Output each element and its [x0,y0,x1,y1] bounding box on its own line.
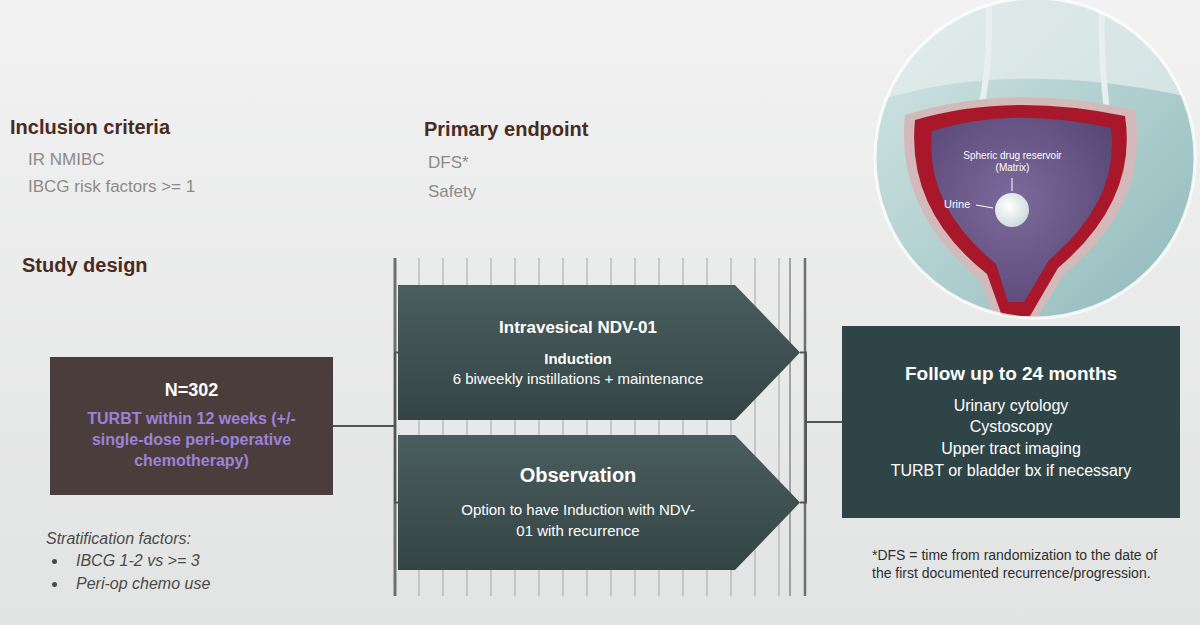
box-heading: Follow up to 24 months [905,363,1117,385]
box-text: TURBT or bladder bx if necessary [891,460,1132,482]
section-heading: Inclusion criteria [10,116,170,139]
connector-line [333,353,398,427]
box-heading: Intravesical NDV-01 [499,318,657,338]
connector-line [800,353,842,423]
box-text: Induction [544,350,612,367]
box-text: TURBT within 12 weeks (+/- single-dose p… [66,409,317,471]
box-content: N=302TURBT within 12 weeks (+/- single-d… [50,357,333,495]
box-text: Urinary cytology [954,395,1069,417]
connector-line [800,422,842,503]
follow-up-box: Follow up to 24 monthsUrinary cytologyCy… [842,326,1180,518]
section-heading: Primary endpoint [424,118,588,141]
observation-arm: ObservationOption to have Induction with… [398,435,800,570]
endpoint-item: Safety [428,182,476,202]
box-text: Cystoscopy [970,416,1053,438]
box-content: Follow up to 24 monthsUrinary cytologyCy… [842,326,1180,518]
footnote: *DFS = time from randomization to the da… [872,546,1172,582]
bladder-illustration [870,0,1200,320]
section-heading: Study design [22,254,148,277]
bullet-dot [52,559,57,564]
illustration-frame [875,0,1195,318]
illustration-label: Spheric drug reservoir (Matrix) [950,150,1075,174]
illustration-label: Urine [944,198,970,210]
stratification-item: Peri-op chemo use [76,575,210,593]
box-text: 6 biweekly instillations + maintenance [453,370,704,387]
criteria-item: IR NMIBC [28,150,105,170]
bullet-dot [52,582,57,587]
grid-line [779,258,780,596]
box-text: Upper tract imaging [941,438,1081,460]
criteria-item: IBCG risk factors >= 1 [28,177,195,197]
box-heading: Observation [520,464,637,487]
stratification-heading: Stratification factors: [46,530,191,548]
chevron-fill [398,285,800,420]
box-content: Intravesical NDV-01Induction 6 biweekly i… [398,285,800,420]
box-text: Option to have Induction with NDV-01 wit… [458,499,698,541]
box-content: ObservationOption to have Induction with… [398,435,800,570]
stratification-item: IBCG 1-2 vs >= 3 [76,552,200,570]
sample-box: N=302TURBT within 12 weeks (+/- single-d… [50,357,333,495]
grid-bar [789,258,791,596]
treatment-arm: Intravesical NDV-01Induction 6 biweekly i… [398,285,800,420]
chevron-fill [398,435,800,570]
connector-line [333,426,398,503]
box-heading: N=302 [165,380,219,401]
endpoint-item: DFS* [428,153,469,173]
